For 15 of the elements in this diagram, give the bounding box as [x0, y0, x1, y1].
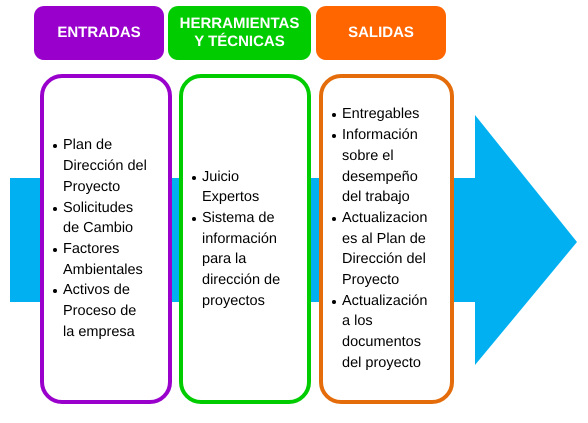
list-item: Solicitudes de Cambio [51, 198, 150, 239]
list-item: Factores Ambientales [51, 239, 150, 280]
list-item: Actualizaciones al Plan de Dirección del Proyecto [330, 208, 428, 291]
list-item: Activos de Proceso de la empresa [51, 280, 150, 343]
column-header: ENTRADAS [34, 6, 164, 60]
list-item: Sistema de información para la dirección de proyectos [190, 208, 288, 312]
list-item: Actualización a los documentos del proyecto [330, 290, 428, 374]
list-item: Plan de Dirección del Proyecto [51, 135, 150, 198]
column-panel [179, 74, 311, 404]
list-item: Información sobre el desempeño del trabajo [330, 125, 428, 208]
list-item: Entregables [330, 104, 428, 126]
column-panel [319, 74, 454, 404]
list-item: Juicio Expertos [190, 166, 288, 208]
column-header: HERRAMIENTAS Y TÉCNICAS [168, 6, 311, 60]
column-header: SALIDAS [316, 6, 446, 60]
